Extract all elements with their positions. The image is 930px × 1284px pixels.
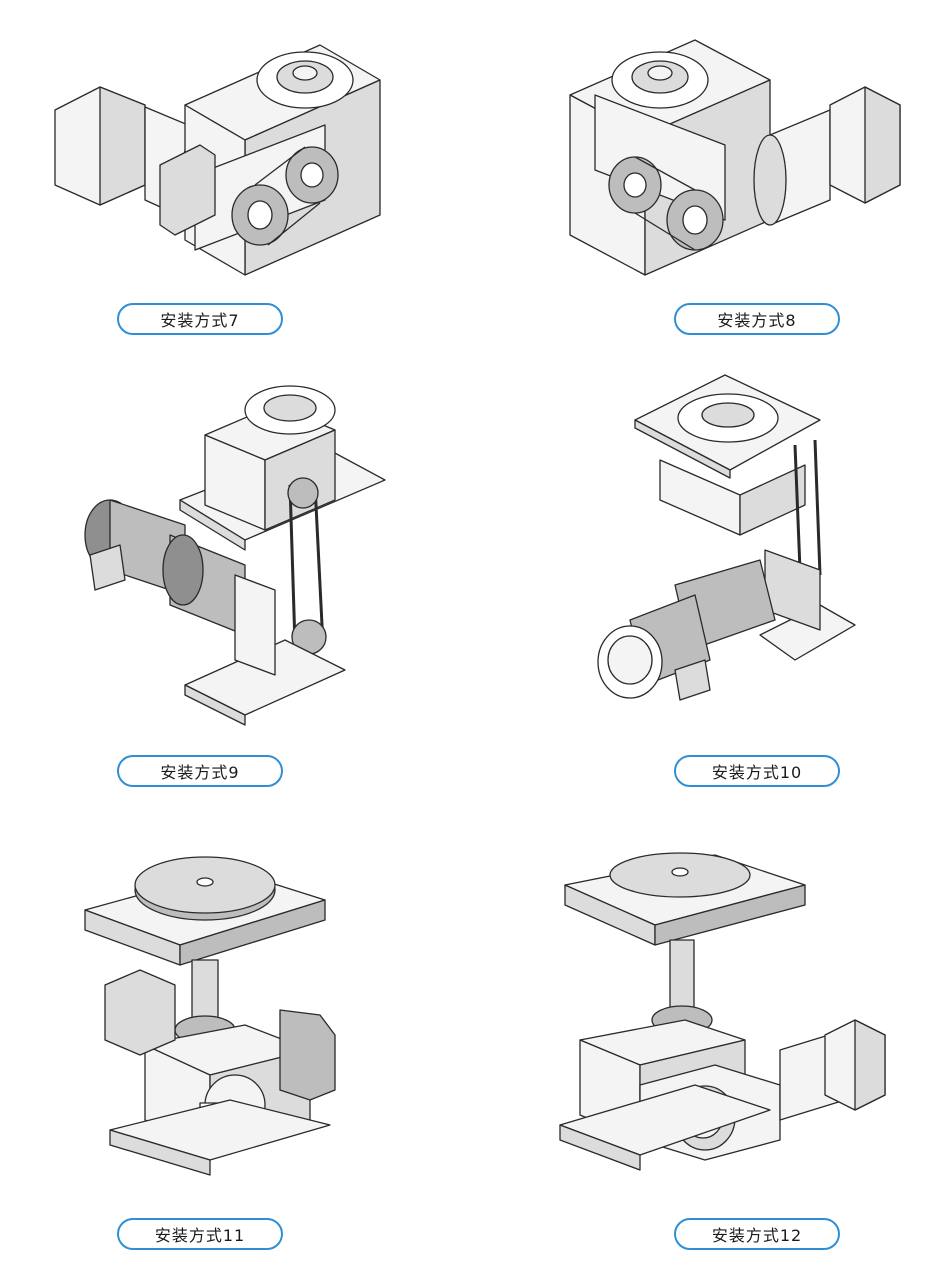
figure-mode-11 [80, 850, 340, 1195]
indexer-belt-motor-left-drawing [54, 44, 381, 276]
label-mode-12: 安装方式12 [674, 1218, 840, 1250]
figure-mode-12 [555, 850, 905, 1195]
indexer-turntable-side-motor-drawing [84, 856, 336, 1176]
label-mode-8: 安装方式8 [674, 303, 840, 335]
figure-mode-9 [75, 375, 395, 735]
label-mode-10: 安装方式10 [674, 755, 840, 787]
indexer-belt-motor-right-drawing [569, 39, 901, 276]
indexer-vertical-belt-gear-motor-drawing [84, 385, 386, 726]
figure-mode-8 [565, 35, 910, 285]
label-mode-11: 安装方式11 [117, 1218, 283, 1250]
figure-mode-7 [50, 35, 390, 285]
figure-mode-10 [590, 360, 870, 720]
label-mode-7: 安装方式7 [117, 303, 283, 335]
indexer-top-plate-belt-gear-motor-drawing [597, 374, 856, 701]
label-mode-9: 安装方式9 [117, 755, 283, 787]
indexer-turntable-long-motor-drawing [559, 852, 886, 1171]
